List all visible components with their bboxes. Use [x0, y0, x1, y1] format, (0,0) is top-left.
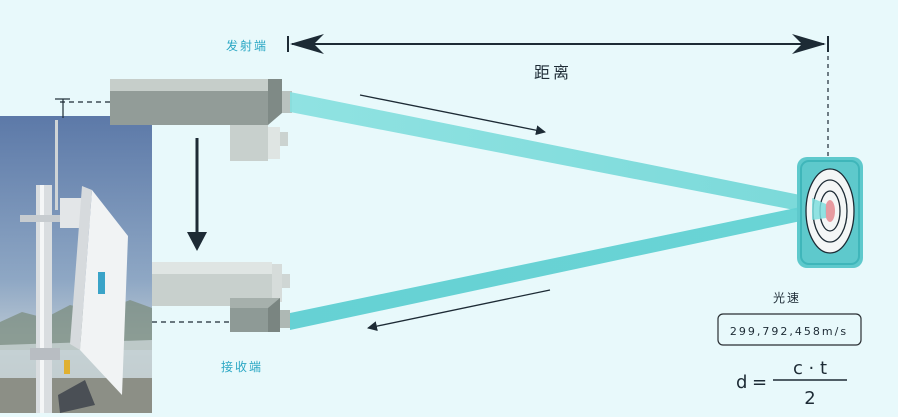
alignment-lines: [55, 48, 829, 323]
return-beam: [290, 204, 815, 330]
transmitter-label: 发射端: [226, 38, 268, 53]
formula-equals: =: [752, 372, 767, 393]
direction-arrows: [187, 94, 551, 332]
formula-lhs: d: [736, 372, 747, 393]
laser-emitter: [110, 79, 292, 161]
formula-denominator: 2: [804, 388, 815, 409]
laser-receiver: [152, 262, 290, 332]
light-speed-box: [717, 313, 862, 346]
light-speed-label: 光速: [773, 291, 801, 305]
formula-numerator: c · t: [793, 358, 827, 379]
target-icon: [797, 157, 863, 268]
antenna-photo: [0, 116, 152, 413]
distance-arrow: [287, 34, 829, 54]
distance-label: 距离: [534, 63, 572, 82]
light-speed-value: 299,792,458m/s: [730, 325, 848, 338]
outgoing-beam: [290, 92, 815, 214]
receiver-label: 接收端: [221, 359, 263, 374]
